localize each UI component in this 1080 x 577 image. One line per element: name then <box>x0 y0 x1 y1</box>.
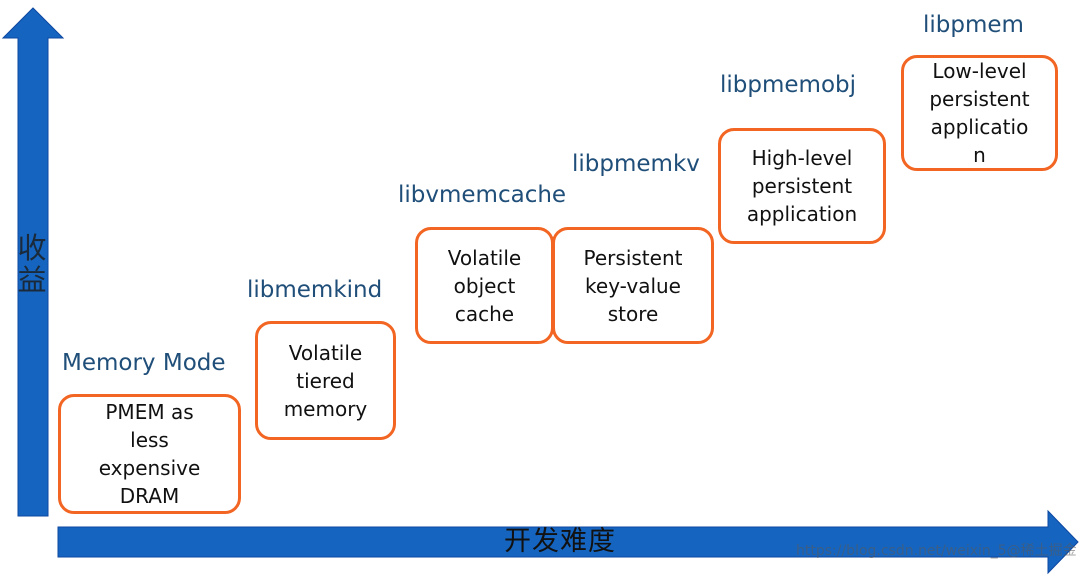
library-label-libpmem: libpmem <box>923 12 1024 38</box>
library-label-libmemkind: libmemkind <box>247 277 383 303</box>
library-label-libpmemkv: libpmemkv <box>572 151 700 177</box>
y-axis-label: 收益 <box>17 231 47 297</box>
stage-box-persistent-key-value-store: Persistent key-value store <box>552 227 714 344</box>
watermark: https://blog.csdn.net/weixin_5@稀土掘金技术社区 <box>796 543 1076 559</box>
x-axis-arrow <box>57 509 1079 575</box>
library-label-libpmemobj: libpmemobj <box>720 72 857 98</box>
library-label-libvmemcache: libvmemcache <box>398 182 567 208</box>
stage-box-text: PMEM as less expensive DRAM <box>98 400 201 508</box>
stage-box-text: Persistent key-value store <box>583 245 683 326</box>
y-axis-arrow <box>1 7 65 517</box>
stage-box-text: Low-level persistent applicatio n <box>929 59 1030 167</box>
stage-box-text: Volatile tiered memory <box>283 340 368 421</box>
stage-box-low-level-persistent-application: Low-level persistent applicatio n <box>901 55 1058 171</box>
stage-box-volatile-tiered-memory: Volatile tiered memory <box>255 321 396 440</box>
stage-box-pmem-dram: PMEM as less expensive DRAM <box>58 394 241 514</box>
stage-box-text: High-level persistent application <box>746 146 858 226</box>
stage-box-high-level-persistent-application: High-level persistent application <box>718 128 886 244</box>
library-label-memory-mode: Memory Mode <box>62 350 226 376</box>
stage-box-volatile-object-cache: Volatile object cache <box>415 227 554 344</box>
stage-box-text: Volatile object cache <box>447 245 522 326</box>
x-axis-label: 开发难度 <box>504 526 616 557</box>
